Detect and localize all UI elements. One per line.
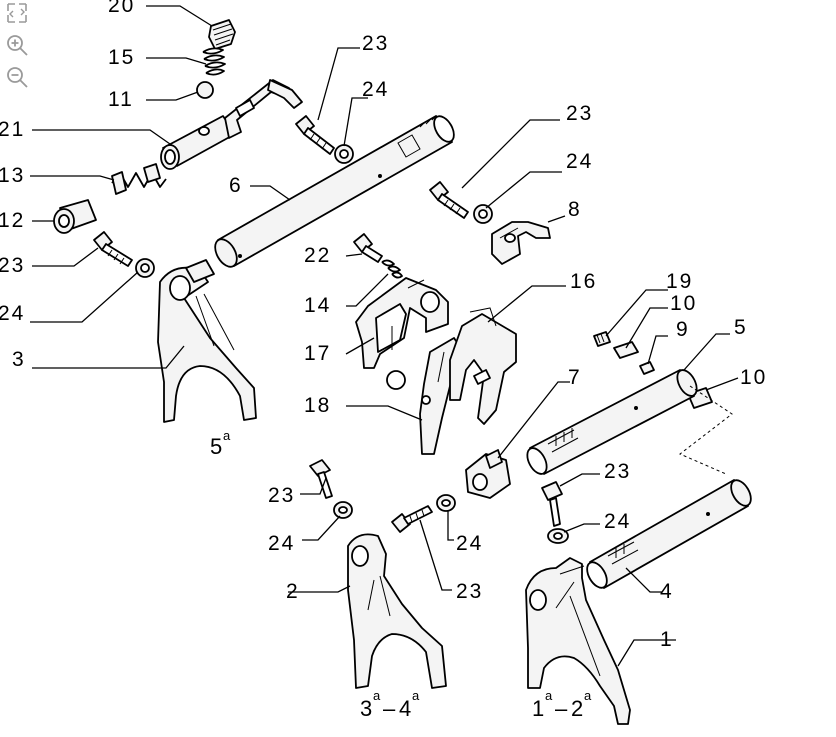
caption-first-second-gear: 1 a – 2 a [532,688,592,721]
callout-24-top: 24 [362,78,389,101]
part-6-shaft [214,115,455,268]
part-8-lug [491,221,551,265]
callout-10-lower: 10 [740,366,767,389]
part-7-lug [465,449,511,499]
callout-4: 4 [660,580,674,603]
part-bolt-washer-side [391,494,456,533]
assembly-guide-line [679,385,733,475]
leader-lines [30,5,739,667]
svg-text:–: – [383,696,396,721]
callout-6: 6 [229,174,243,197]
callout-13: 13 [0,164,25,187]
part-14-spring-washer [381,259,403,279]
svg-text:a: a [223,428,231,443]
part-11-ball [196,81,214,99]
zoom-in-icon[interactable] [4,32,30,58]
callout-18: 18 [304,394,331,417]
callout-5: 5 [734,316,748,339]
callout-23-right: 23 [566,102,593,125]
callout-19: 19 [666,270,693,293]
part-5-shaft [526,369,698,475]
part-bolt-washer-fork1 [541,481,569,544]
part-9-pin [639,361,655,375]
svg-text:a: a [584,688,592,703]
svg-text:3: 3 [360,696,372,721]
callout-22: 22 [304,244,331,267]
part-16-plate [449,307,517,425]
callout-11: 11 [108,88,134,111]
part-bolt-washer-left [93,231,155,278]
part-1-fork-first-second [525,557,631,725]
part-10-pin-a [613,341,639,359]
callout-24-left: 24 [0,302,25,325]
callout-21: 21 [0,118,25,141]
callout-15: 15 [108,46,135,69]
part-3-fork-fifth-gear [157,259,257,423]
svg-text:a: a [373,688,381,703]
callout-23-top: 23 [362,32,389,55]
callout-3: 3 [12,348,26,371]
callout-16: 16 [570,270,597,293]
part-2-fork-third-fourth [347,533,447,689]
callout-24-fork2: 24 [268,532,295,555]
part-bolt-washer-top [295,115,354,164]
caption-fifth-gear: 5 a [210,428,231,459]
callout-24-right: 24 [566,150,593,173]
part-bolt-washer-fork2 [309,459,353,519]
callout-8: 8 [568,198,582,221]
callout-23-side: 23 [456,580,483,603]
callout-23-fork1: 23 [604,460,631,483]
part-20-plug [208,19,236,50]
callout-12: 12 [0,209,25,232]
callout-23-left: 23 [0,254,25,277]
svg-text:2: 2 [571,696,583,721]
callout-7: 7 [568,366,582,389]
svg-text:a: a [412,688,420,703]
svg-text:4: 4 [399,696,411,721]
callout-2: 2 [286,580,300,603]
callout-1: 1 [660,628,674,651]
svg-text:5: 5 [210,434,222,459]
expand-icon[interactable] [4,0,30,26]
callout-9: 9 [676,318,690,341]
svg-text:a: a [545,688,553,703]
caption-third-fourth-gear: 3 a – 4 a [360,688,420,721]
part-13-spring [111,163,167,195]
svg-text:1: 1 [532,696,544,721]
callout-23-fork2: 23 [268,484,295,507]
callout-17: 17 [304,342,331,365]
callout-10-upper: 10 [670,292,697,315]
part-15-spring [202,47,226,76]
zoom-out-icon[interactable] [4,64,30,90]
part-21-sleeve [160,79,303,170]
callout-labels: 20 15 11 21 13 12 23 24 6 23 24 8 23 24 … [0,0,767,651]
viewer-toolbar [2,0,36,96]
callout-24-side: 24 [456,532,483,555]
part-17-block [355,277,449,390]
part-18-plate [419,337,459,455]
callout-24-fork1: 24 [604,510,631,533]
callout-20: 20 [108,0,135,17]
callout-14: 14 [304,294,331,317]
svg-text:–: – [555,696,568,721]
part-bolt-washer-mid [429,181,493,224]
part-12-bushing [53,199,97,234]
part-22-bolt [353,233,383,263]
part-4-shaft [586,479,752,589]
